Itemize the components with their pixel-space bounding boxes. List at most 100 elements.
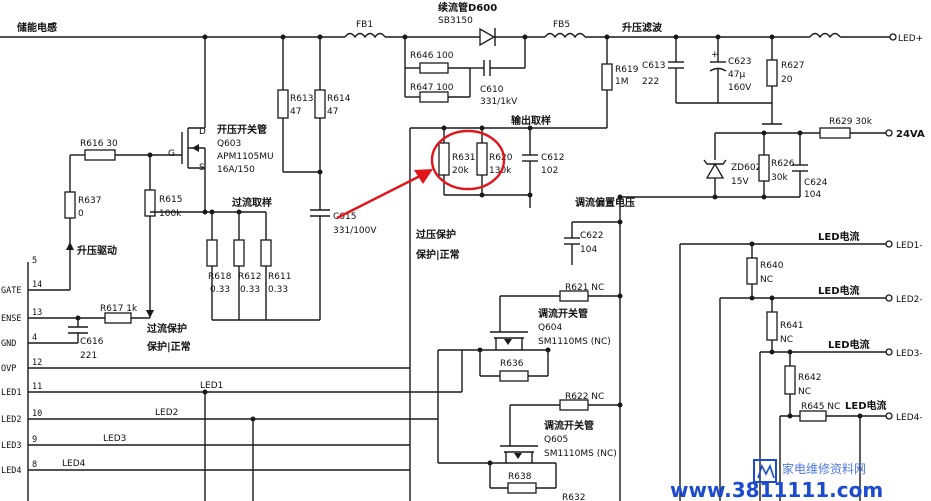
r629-label: R629 30k (829, 117, 873, 127)
r641-value: NC (780, 335, 793, 345)
q603-pin-d: D (199, 127, 206, 137)
junction (712, 194, 718, 200)
output-inductor (809, 32, 841, 39)
junction (441, 125, 447, 131)
junction (715, 34, 721, 40)
c622-value: 104 (580, 245, 597, 255)
q603-ref: Q603 (217, 139, 241, 149)
junction (527, 125, 533, 131)
led1-minus-terminal (885, 240, 893, 248)
junction (604, 34, 610, 40)
r637-resistor (64, 191, 76, 219)
zd602-label: ZD602 (731, 163, 761, 173)
led1-line-label: LED1 (200, 381, 223, 391)
r636-resistor (499, 370, 529, 382)
oc-protect-label: 过流保护 (147, 322, 187, 335)
r640-label: R640 (760, 261, 784, 271)
junction (617, 219, 623, 225)
boost-filter-label: 升压滤波 (622, 21, 663, 34)
junction (769, 295, 775, 301)
watermark-site-cn: 家电维修资料网 (782, 461, 866, 476)
oc-sample-label: 过流取样 (232, 196, 272, 209)
ic-pin-number: 11 (32, 382, 42, 392)
r613-resistor (277, 89, 289, 119)
highlight-arrowhead (414, 169, 433, 184)
zd602-value: 15V (731, 177, 749, 187)
c616-label: C616 (80, 337, 104, 347)
ic-pin-number: 14 (32, 280, 42, 290)
ovp-label: 过压保护 (416, 228, 456, 241)
r641-label: R641 (780, 321, 803, 331)
boost-drive-label: 升压驱动 (77, 244, 117, 257)
oc-arrow (146, 310, 154, 318)
junction (317, 34, 323, 40)
q603-rating: 16A/150 (217, 165, 255, 175)
r627-value: 20 (781, 75, 793, 85)
ic-pin-name: LED4 (1, 466, 21, 476)
q603-part: APM1105MU (217, 152, 274, 162)
c624-value: 104 (804, 190, 821, 200)
r618-value: 0.33 (210, 285, 230, 295)
led1-minus-label: LED1- (896, 241, 923, 251)
fb1-inductor (344, 32, 386, 39)
c610-label: C610 (480, 85, 504, 95)
q603-title: 开压开关管 (217, 123, 267, 136)
led4-current-label: LED电流 (845, 399, 887, 412)
r615-value: 100k (159, 209, 182, 219)
junction (202, 389, 208, 395)
ic-pin-name: OVP (1, 364, 16, 374)
led4-minus-terminal (885, 412, 893, 420)
junction (147, 152, 153, 158)
watermark-url: www.3811111.com (670, 478, 883, 501)
r636-label: R636 (500, 359, 524, 369)
junction (236, 209, 242, 215)
r612-value: 0.33 (240, 285, 260, 295)
c615-label: C615 (333, 212, 356, 222)
ic-pin-name: GND (1, 339, 16, 349)
r619-resistor (601, 63, 613, 91)
r647-resistor (419, 91, 449, 103)
junction (250, 416, 256, 422)
r640-resistor (746, 257, 758, 285)
ic-pin-name: LED3 (1, 441, 21, 451)
v24-label: 24VA (896, 129, 925, 140)
junction (280, 34, 286, 40)
r645-label: R645 NC (801, 402, 840, 412)
r626-resistor (758, 154, 770, 182)
c613-label: C613 (642, 61, 665, 71)
c622-label: C622 (580, 231, 603, 241)
q604-part: SM1110MS (NC) (538, 337, 611, 347)
led3-current-label: LED电流 (828, 338, 870, 351)
junction (202, 209, 208, 215)
junction (797, 130, 803, 136)
q605-part: SM1110MS (NC) (544, 449, 617, 459)
r620-label: R620 (489, 153, 513, 163)
junction (617, 293, 623, 299)
r632-label: R632 (562, 493, 585, 501)
r642-label: R642 (798, 373, 821, 383)
junction (479, 125, 485, 131)
r619-label: R619 (615, 65, 639, 75)
r615-label: R615 (159, 195, 182, 205)
d600-diode (479, 27, 496, 47)
led3-minus-label: LED3- (896, 349, 923, 359)
ic-pin-number: 9 (32, 435, 37, 445)
junction (617, 402, 623, 408)
ic-pin-strip: 514GATE13ENSE4GND12OVP11LED110LED29LED38… (1, 256, 42, 476)
r620-resistor (476, 142, 488, 176)
r646-label: R646 100 (410, 51, 454, 61)
c612-label: C612 (541, 153, 564, 163)
r637-value: 0 (78, 209, 84, 219)
r631-resistor (438, 142, 450, 176)
c610-value: 331/1kV (480, 97, 518, 107)
r621-label: R621 NC (565, 283, 604, 293)
r614-label: R614 (327, 94, 351, 104)
v24-terminal (885, 129, 893, 137)
ic-pin-name: ENSE (1, 314, 21, 324)
output-sample-label: 输出取样 (511, 114, 551, 127)
r642-resistor (784, 365, 796, 395)
fb5-inductor (544, 32, 586, 39)
r640-value: NC (760, 275, 773, 285)
oc-state-label: 保护|正常 (146, 340, 191, 353)
